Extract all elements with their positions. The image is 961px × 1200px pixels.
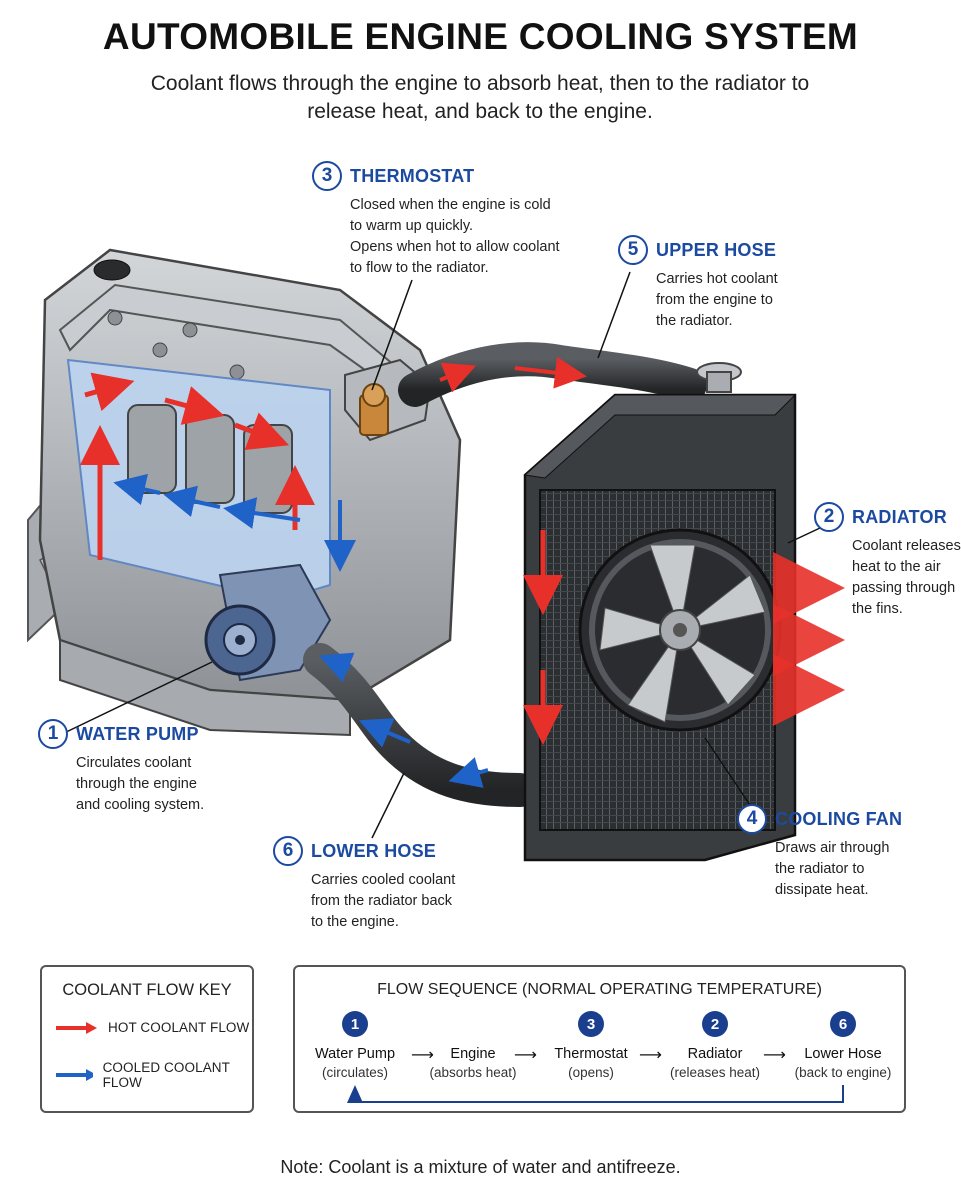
step-description: (circulates) — [321, 1065, 388, 1080]
key-row-cool: COOLED COOLANT FLOW — [54, 1060, 252, 1090]
footnote: Note: Coolant is a mixture of water and … — [280, 1157, 681, 1177]
sequence-step: 1 Water Pump (circulates) — [295, 1011, 415, 1080]
callout-thermostat: 3 THERMOSTAT Closed when the engine is co… — [312, 161, 560, 279]
coolant-flow-key: COOLANT FLOW KEY HOT COOLANT FLOW COOLED… — [40, 965, 254, 1113]
water-pump — [204, 563, 332, 682]
callout-cooling-fan: 4 COOLING FAN Draws air through the radia… — [737, 804, 902, 901]
lower-hose-leader — [371, 772, 405, 839]
page-title: AUTOMOBILE ENGINE COOLING SYSTEM — [102, 16, 859, 57]
radiator-leader — [787, 527, 821, 544]
callout-radiator: 2 RADIATOR Coolant releases heat to the a… — [814, 502, 961, 620]
callout-description: Carries cooled coolant from the radiator… — [311, 872, 456, 930]
flow-sequence-box: FLOW SEQUENCE (NORMAL OPERATING TEMPERAT… — [293, 965, 906, 1113]
arrow-right-icon: ⟶ — [763, 1047, 786, 1064]
step-name: Radiator — [687, 1046, 743, 1062]
step-name: Lower Hose — [804, 1046, 882, 1062]
sequence-step: 6 Lower Hose (back to engine) — [783, 1011, 903, 1080]
step-description: (releases heat) — [669, 1065, 761, 1080]
callout-lower-hose: 6 LOWER HOSE Carries cooled coolant from … — [273, 836, 455, 933]
callout-description: Closed when the engine is cold to warm u… — [350, 197, 560, 276]
callout-description: Circulates coolant through the engine an… — [76, 755, 205, 813]
callout-water-pump: 1 WATER PUMP Circulates coolant through t… — [38, 719, 204, 816]
key-title: COOLANT FLOW KEY — [62, 981, 232, 999]
cooling-fan-leader — [704, 737, 753, 809]
callout-description: Draws air through the radiator to dissip… — [775, 840, 890, 898]
arrow-right-icon: ⟶ — [639, 1047, 662, 1064]
key-cool-label: COOLED COOLANT FLOW — [102, 1060, 230, 1090]
step-description: (absorbs heat) — [429, 1065, 517, 1080]
sequence-step: 2 Radiator (releases heat) — [655, 1011, 775, 1080]
step-name: Water Pump — [314, 1046, 396, 1062]
callout-description: Coolant releases heat to the air passing… — [852, 538, 961, 617]
callout-title: LOWER HOSE — [311, 840, 437, 861]
sequence-title: FLOW SEQUENCE (NORMAL OPERATING TEMPERAT… — [377, 981, 822, 998]
key-row-hot: HOT COOLANT FLOW — [54, 1020, 249, 1035]
step-description: (opens) — [568, 1065, 614, 1080]
step-name: Thermostat — [554, 1046, 628, 1062]
cool-arrow-icon — [56, 1069, 93, 1081]
callout-title: UPPER HOSE — [656, 239, 777, 260]
step-description: (back to engine) — [794, 1065, 892, 1080]
sequence-step: Engine (absorbs heat) — [413, 1011, 533, 1080]
page-subtitle: Coolant flows through the engine to abso… — [150, 72, 810, 123]
callout-number: 3 — [312, 161, 342, 191]
radiator — [523, 362, 797, 862]
key-hot-label: HOT COOLANT FLOW — [108, 1020, 250, 1035]
callout-upper-hose: 5 UPPER HOSE Carries hot coolant from the… — [618, 235, 778, 332]
sequence-step: 3 Thermostat (opens) — [531, 1011, 651, 1080]
callout-title: COOLING FAN — [775, 808, 903, 829]
callout-number: 6 — [273, 836, 303, 866]
step-number: 6 — [830, 1011, 856, 1037]
callout-number: 5 — [618, 235, 648, 265]
callout-title: RADIATOR — [852, 506, 947, 527]
engine-block — [27, 248, 462, 737]
arrow-right-icon: ⟶ — [411, 1047, 434, 1064]
callout-number: 4 — [737, 804, 767, 834]
callout-number: 1 — [38, 719, 68, 749]
step-number: 2 — [702, 1011, 728, 1037]
water-pump-leader — [59, 661, 213, 736]
callout-title: THERMOSTAT — [350, 165, 475, 186]
callout-description: Carries hot coolant from the engine to t… — [656, 271, 778, 329]
step-number: 1 — [342, 1011, 368, 1037]
return-loop-arrow — [347, 1085, 844, 1103]
upper-hose-leader — [597, 271, 631, 359]
callout-title: WATER PUMP — [76, 723, 199, 744]
step-number: 3 — [578, 1011, 604, 1037]
hot-arrow-icon — [56, 1021, 97, 1034]
callout-number: 2 — [814, 502, 844, 532]
step-name: Engine — [450, 1046, 496, 1062]
arrow-right-icon: ⟶ — [514, 1047, 537, 1064]
thermostat-leader — [371, 279, 413, 391]
